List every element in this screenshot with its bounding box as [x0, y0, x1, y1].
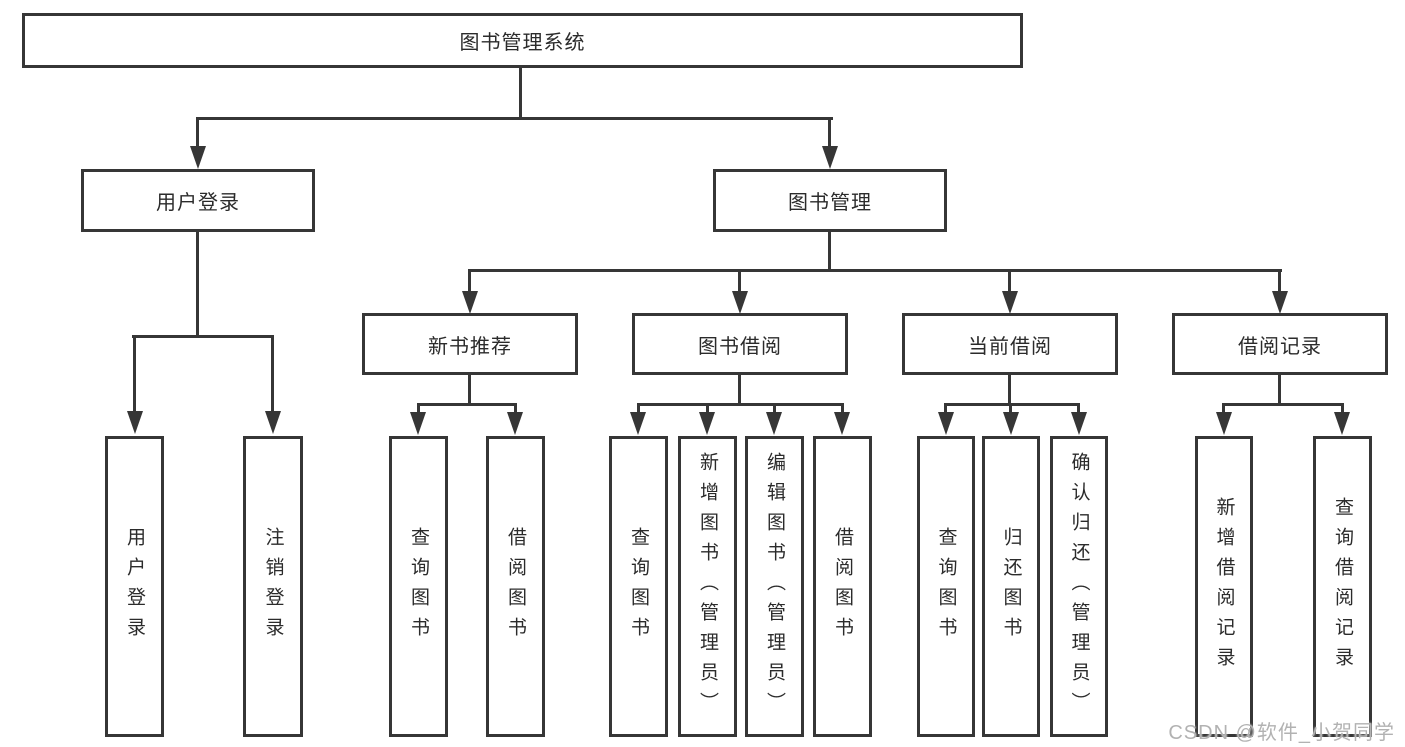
node-book-management: 图书管理 [713, 169, 947, 232]
leaf-confirm-return-admin-label: 确认归还（管理员） [1068, 451, 1090, 722]
leaf-query-book-1: 查询图书 [389, 436, 448, 737]
arrowhead-down-icon [766, 412, 782, 435]
leaf-user-login-label: 用户登录 [124, 526, 145, 647]
leaf-query-book-1-label: 查询图书 [408, 526, 429, 647]
connector [738, 375, 741, 406]
leaf-add-book-admin-label: 新增图书（管理员） [697, 451, 718, 722]
leaf-query-book-3-label: 查询图书 [935, 526, 957, 647]
connector [133, 335, 136, 412]
leaf-add-borrow-record-label: 新增借阅记录 [1213, 496, 1235, 677]
node-user-login-label: 用户登录 [156, 192, 240, 214]
arrowhead-down-icon [822, 146, 838, 169]
connector [1077, 403, 1080, 413]
arrowhead-down-icon [1334, 412, 1350, 435]
connector [196, 117, 833, 120]
leaf-query-borrow-record-label: 查询借阅记录 [1332, 496, 1353, 677]
connector [271, 335, 274, 412]
connector [1222, 403, 1225, 413]
leaf-confirm-return-admin: 确认归还（管理员） [1050, 436, 1108, 737]
node-borrow-record: 借阅记录 [1172, 313, 1388, 375]
arrowhead-down-icon [462, 291, 478, 314]
arrowhead-down-icon [507, 412, 523, 435]
node-new-book-recommend-label: 新书推荐 [428, 335, 512, 358]
connector [944, 403, 947, 413]
arrowhead-down-icon [630, 412, 646, 435]
arrowhead-down-icon [1003, 412, 1019, 435]
arrowhead-down-icon [938, 412, 954, 435]
connector [417, 403, 517, 406]
connector [132, 335, 274, 338]
arrowhead-down-icon [190, 146, 206, 169]
arrowhead-down-icon [410, 412, 426, 435]
leaf-return-book: 归还图书 [982, 436, 1040, 737]
leaf-return-book-label: 归还图书 [1000, 526, 1022, 647]
connector [196, 231, 199, 337]
leaf-query-book-2-label: 查询图书 [628, 526, 649, 647]
connector [1008, 375, 1011, 406]
leaf-logout-label: 注销登录 [262, 526, 284, 647]
arrowhead-down-icon [265, 411, 281, 434]
arrowhead-down-icon [1272, 291, 1288, 314]
leaf-borrow-book-2-label: 借阅图书 [832, 526, 853, 647]
node-system-root-label: 图书管理系统 [459, 32, 586, 54]
leaf-add-borrow-record: 新增借阅记录 [1195, 436, 1253, 737]
leaf-logout: 注销登录 [243, 436, 303, 737]
connector [417, 403, 420, 413]
node-book-borrow-label: 图书借阅 [698, 335, 782, 358]
node-borrow-record-label: 借阅记录 [1238, 335, 1322, 358]
connector [773, 403, 776, 413]
leaf-user-login: 用户登录 [105, 436, 164, 737]
connector [468, 375, 471, 406]
connector [1278, 269, 1281, 294]
connector [738, 269, 741, 294]
arrowhead-down-icon [127, 411, 143, 434]
arrowhead-down-icon [699, 412, 715, 435]
arrowhead-down-icon [834, 412, 850, 435]
leaf-borrow-book-1: 借阅图书 [486, 436, 545, 737]
leaf-borrow-book-2: 借阅图书 [813, 436, 872, 737]
leaf-query-book-2: 查询图书 [609, 436, 668, 737]
leaf-edit-book-admin-label: 编辑图书（管理员） [764, 451, 785, 722]
leaf-query-borrow-record: 查询借阅记录 [1313, 436, 1372, 737]
connector [196, 117, 199, 148]
leaf-edit-book-admin: 编辑图书（管理员） [745, 436, 804, 737]
leaf-add-book-admin: 新增图书（管理员） [678, 436, 737, 737]
arrowhead-down-icon [1071, 412, 1087, 435]
connector [637, 403, 843, 406]
leaf-query-book-3: 查询图书 [917, 436, 975, 737]
node-system-root: 图书管理系统 [22, 13, 1023, 68]
arrowhead-down-icon [1002, 291, 1018, 314]
connector [514, 403, 517, 413]
leaf-borrow-book-1-label: 借阅图书 [505, 526, 526, 647]
connector [1341, 403, 1344, 413]
node-book-borrow: 图书借阅 [632, 313, 848, 375]
connector [468, 269, 471, 294]
watermark: CSDN @软件_小贺同学 [1168, 722, 1395, 744]
connector [841, 403, 844, 413]
arrowhead-down-icon [732, 291, 748, 314]
connector [1222, 403, 1344, 406]
node-book-management-label: 图书管理 [788, 192, 872, 214]
node-user-login: 用户登录 [81, 169, 315, 232]
connector [468, 269, 1282, 272]
connector [637, 403, 640, 413]
node-current-borrow: 当前借阅 [902, 313, 1118, 375]
connector [944, 403, 1080, 406]
connector [706, 403, 709, 413]
connector [1278, 375, 1281, 406]
connector [1009, 403, 1012, 413]
node-current-borrow-label: 当前借阅 [968, 335, 1052, 358]
connector [828, 117, 831, 148]
arrowhead-down-icon [1216, 412, 1232, 435]
node-new-book-recommend: 新书推荐 [362, 313, 578, 375]
connector [1008, 269, 1011, 294]
connector [519, 67, 522, 119]
connector [828, 231, 831, 272]
